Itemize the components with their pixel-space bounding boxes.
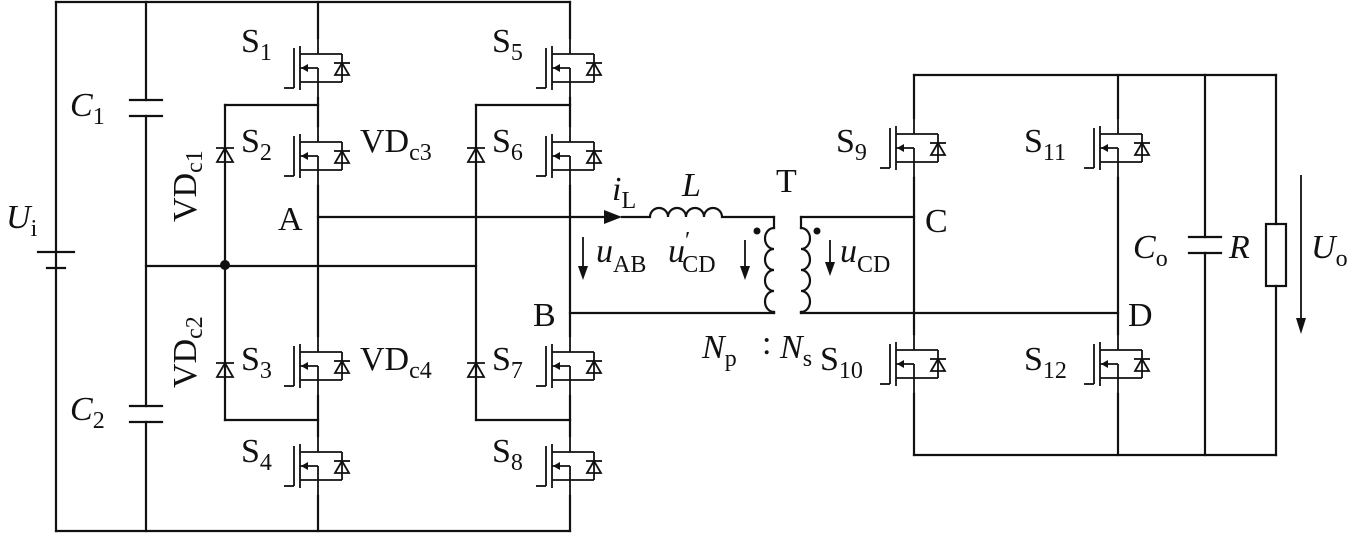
label-ui: Ui [6, 199, 38, 242]
node-label-c: C [925, 203, 948, 240]
label-s5: S5 [492, 23, 523, 66]
capacitor-c1 [128, 98, 164, 118]
switch-s7 [535, 335, 603, 397]
label-s4: S4 [241, 433, 272, 476]
label-ucd-prime: u′CD [668, 228, 716, 278]
inductor-l [620, 206, 776, 219]
label-vdc4: VDc4 [360, 341, 432, 384]
switch-s12 [1083, 333, 1151, 395]
output-wiring [912, 73, 1278, 457]
label-co: Co [1133, 229, 1168, 272]
label-s11: S11 [1024, 123, 1066, 166]
label-np: Np [701, 329, 737, 372]
switch-s2 [283, 125, 351, 187]
switch-s9 [879, 117, 947, 179]
label-uab: uAB [596, 233, 646, 278]
label-s10: S10 [820, 341, 863, 384]
label-turns-ratio-colon: : [762, 325, 771, 362]
node-label-b: B [533, 297, 556, 334]
label-s12: S12 [1024, 341, 1067, 384]
label-s6: S6 [492, 123, 523, 166]
switch-s5 [535, 37, 603, 99]
label-transformer-t: T [776, 163, 797, 200]
label-inductor: L [681, 167, 701, 204]
label-ns: Ns [779, 329, 812, 372]
switch-s11 [1083, 117, 1151, 179]
node-label-a: A [278, 201, 303, 238]
label-uo: Uo [1311, 229, 1348, 272]
label-s9: S9 [836, 123, 867, 166]
current-arrow-il [604, 210, 622, 224]
label-ucd: uCD [840, 233, 890, 278]
switch-s1 [283, 37, 351, 99]
switch-s4 [283, 435, 351, 497]
label-s3: S3 [241, 341, 272, 384]
input-wiring [54, 0, 776, 533]
input-source [36, 250, 76, 270]
label-vdc2: VDc2 [167, 316, 208, 388]
label-s7: S7 [492, 341, 523, 384]
voltage-arrows [578, 175, 1306, 334]
load-resistor-r [1264, 222, 1288, 288]
label-c1: C1 [70, 87, 105, 130]
switch-s3 [283, 335, 351, 397]
label-s1: S1 [241, 23, 272, 66]
switch-s10 [879, 333, 947, 395]
label-s8: S8 [492, 433, 523, 476]
label-vdc3: VDc3 [360, 123, 432, 166]
switch-s8 [535, 435, 603, 497]
switch-s6 [535, 125, 603, 187]
output-capacitor-co [1187, 235, 1223, 255]
label-r: R [1228, 229, 1250, 266]
label-s2: S2 [241, 123, 272, 166]
label-il: iL [612, 171, 636, 214]
label-c2: C2 [70, 391, 105, 434]
transformer-t [753, 215, 1120, 315]
node-label-d: D [1128, 297, 1153, 334]
label-vdc1: VDc1 [167, 150, 208, 222]
capacitor-c2 [128, 404, 164, 424]
